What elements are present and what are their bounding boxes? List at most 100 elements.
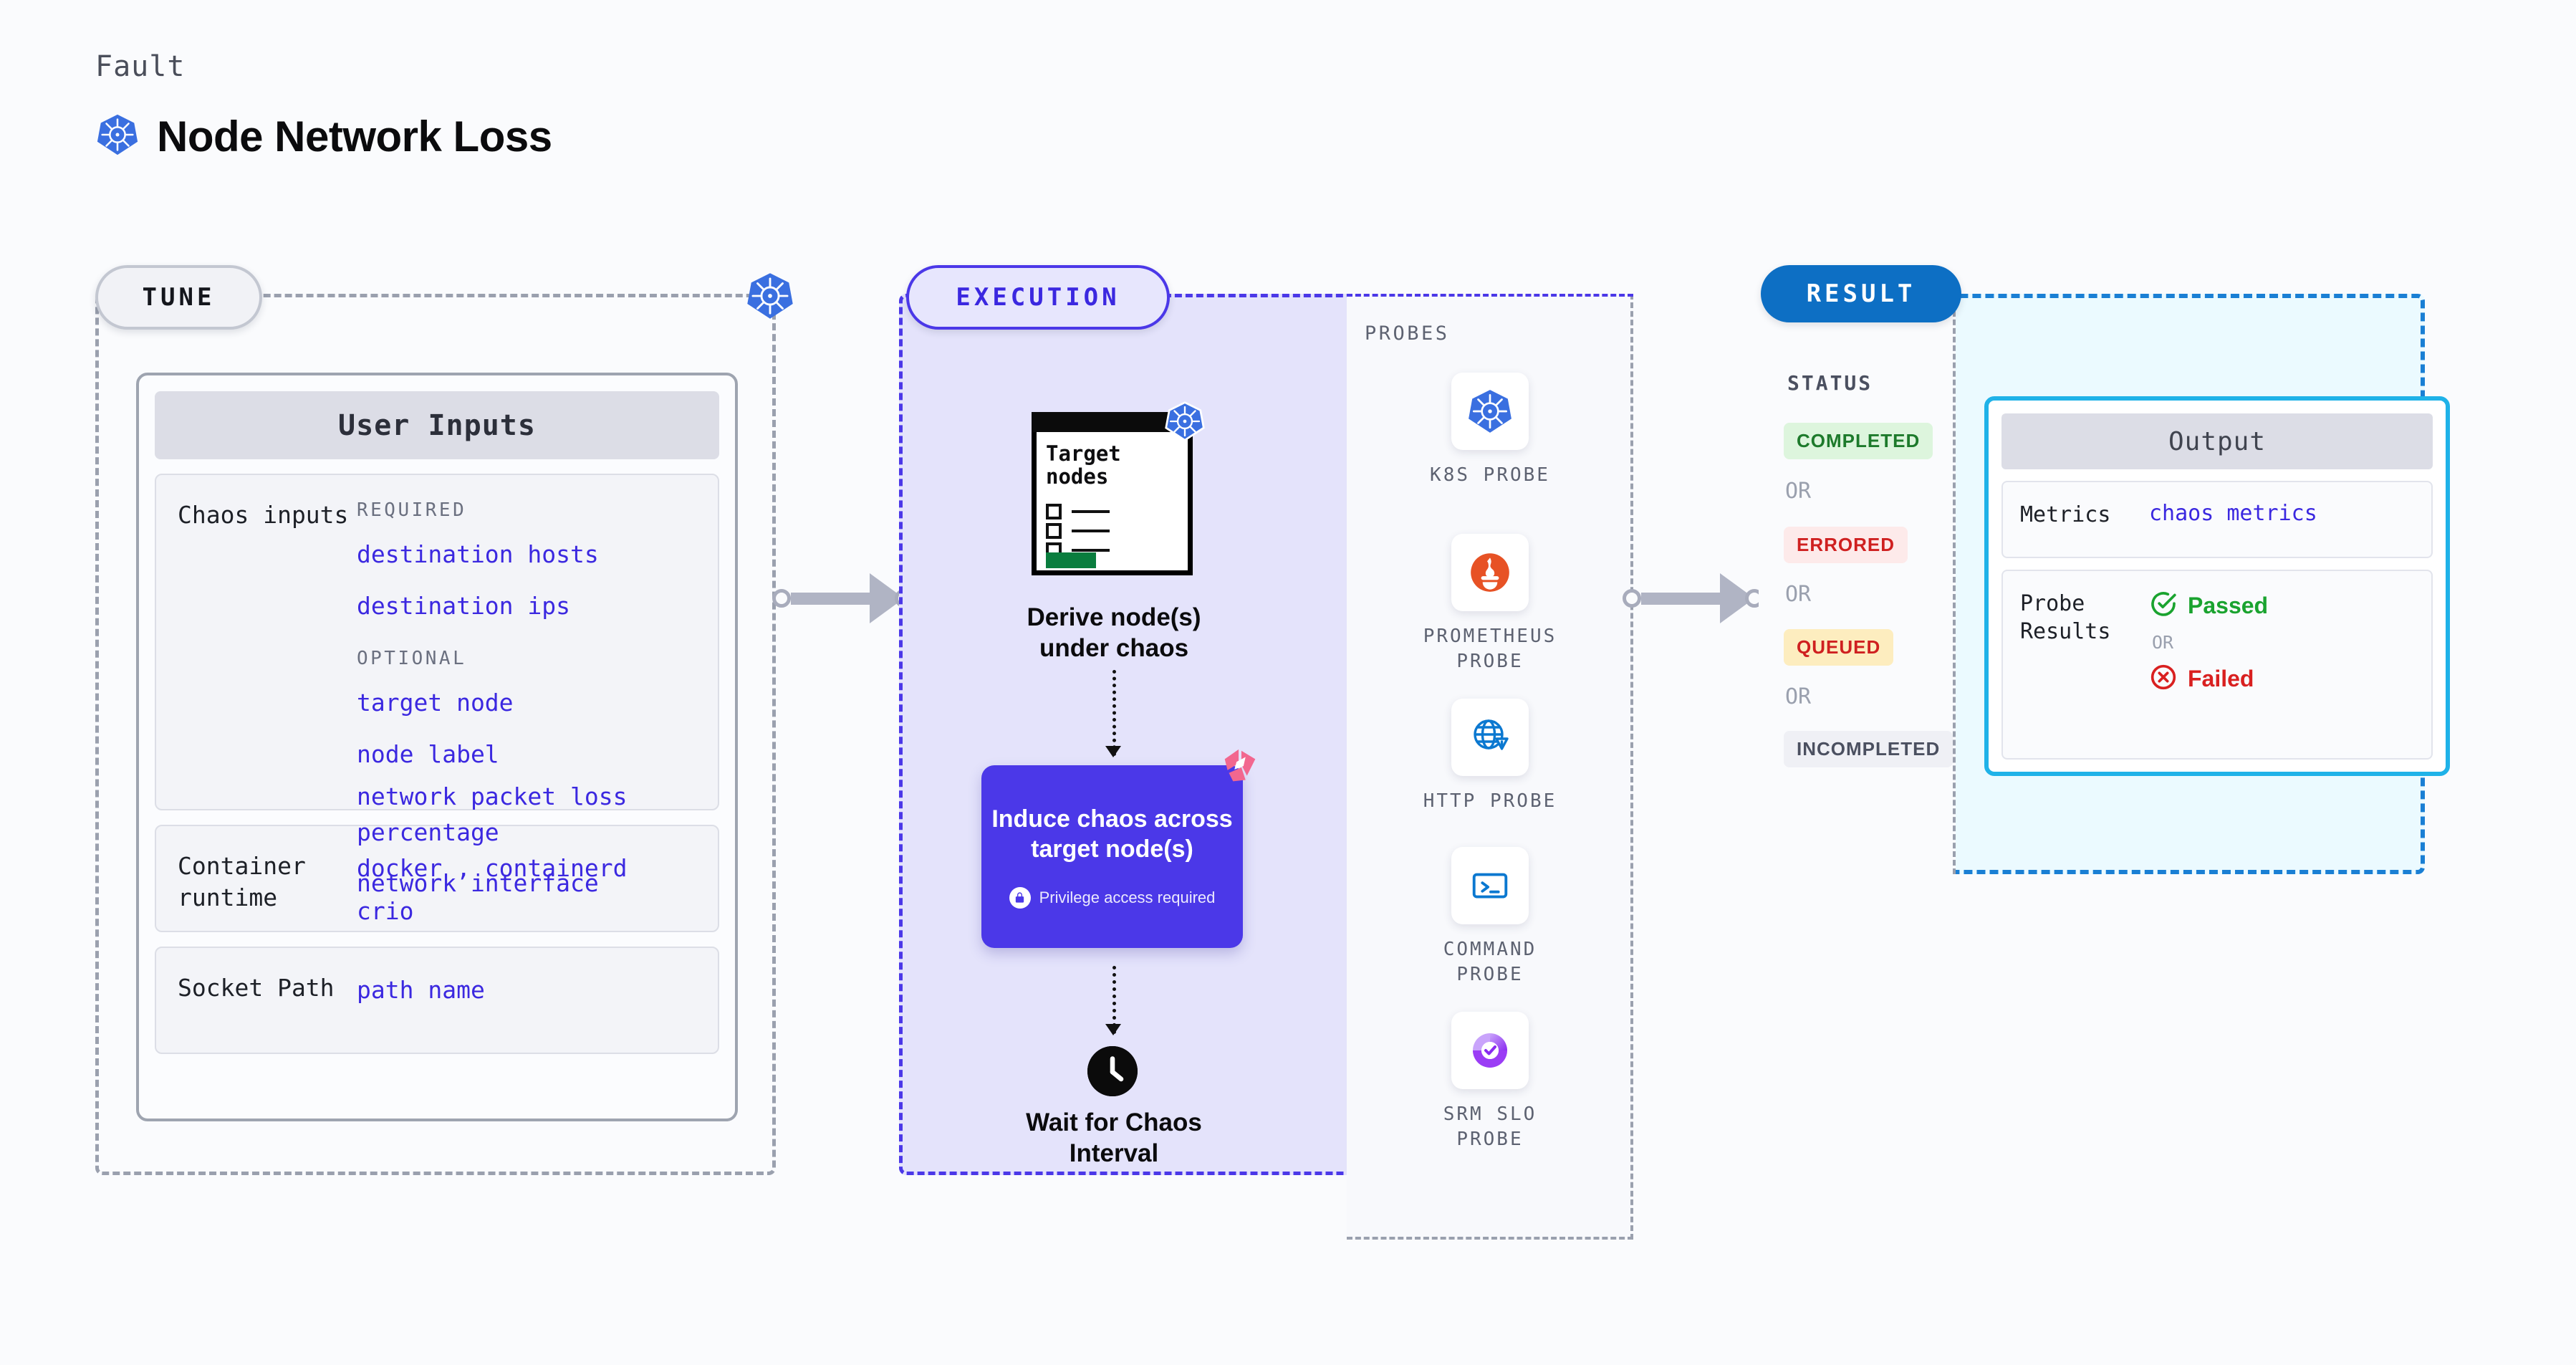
induce-chaos-box: Induce chaos across target node(s) Privi…: [981, 749, 1256, 948]
passed-label: Passed: [2188, 593, 2269, 618]
probes-section-label: PROBES: [1365, 322, 1450, 345]
prometheus-icon: [1451, 534, 1529, 611]
lock-icon: [1009, 886, 1031, 909]
srm-slo-icon: [1451, 1012, 1529, 1089]
status-badge: INCOMPLETED: [1784, 731, 1953, 767]
result-status-column: [1759, 294, 1956, 874]
kubernetes-icon: [1164, 401, 1206, 442]
or-text: OR: [1785, 684, 1812, 709]
chaos-inputs-values: REQUIRED destination hosts destination i…: [357, 499, 696, 897]
or-text: OR: [2152, 632, 2174, 653]
socket-path-value[interactable]: path name: [357, 976, 485, 1004]
container-runtime-block: Container runtime docker , containerd cr…: [155, 825, 719, 932]
title-row: Node Network Loss: [95, 112, 552, 161]
execution-pill[interactable]: EXECUTION: [906, 265, 1170, 330]
metrics-label: Metrics: [2020, 502, 2111, 527]
connector-bar: [791, 592, 870, 605]
probes-zone-top-border: [1347, 294, 1633, 297]
socket-path-label: Socket Path: [178, 974, 335, 1002]
container-runtime-values: docker , containerd crio: [357, 851, 696, 925]
target-nodes-card: Target nodes: [1032, 401, 1205, 577]
tune-pill[interactable]: TUNE: [95, 265, 262, 330]
fault-kicker: Fault: [95, 50, 186, 83]
input-value[interactable]: destination ips: [357, 591, 571, 620]
runtime-value[interactable]: crio: [357, 896, 414, 925]
chaos-inputs-label: Chaos inputs: [178, 501, 349, 529]
connector-start-ring: [772, 589, 791, 608]
metrics-value[interactable]: chaos metrics: [2149, 501, 2317, 526]
probe-result-failed: Failed: [2149, 663, 2268, 695]
connector-tune-to-execution: [772, 573, 913, 623]
http-globe-warning-icon: [1451, 699, 1529, 776]
status-badge: COMPLETED: [1784, 423, 1933, 459]
green-status-bar: [1046, 552, 1096, 568]
status-label: STATUS: [1787, 371, 1873, 395]
x-circle-icon: [2149, 663, 2178, 695]
chaos-inputs-block: Chaos inputs REQUIRED destination hosts …: [155, 474, 719, 897]
wait-chaos-interval-label: Wait for Chaos Interval: [1026, 1108, 1202, 1168]
probe-label: HTTP PROBE: [1423, 790, 1557, 812]
result-pill[interactable]: RESULT: [1761, 265, 1961, 322]
clock-icon: [1087, 1046, 1138, 1096]
container-runtime-label: Container runtime: [178, 852, 306, 911]
terminal-icon: [1451, 847, 1529, 924]
kubernetes-icon: [745, 271, 795, 321]
arrow-induce-to-wait: [1105, 966, 1121, 1035]
privilege-note-text: Privilege access required: [1039, 888, 1216, 906]
connector-execution-to-result: [1623, 573, 1764, 623]
status-badge: QUEUED: [1784, 629, 1894, 666]
output-card: Output Metrics chaos metrics Probe Resul…: [1984, 396, 2450, 776]
user-inputs-card: User Inputs Chaos inputs REQUIRED destin…: [136, 373, 738, 1121]
socket-path-block: Socket Path path name: [155, 947, 719, 1054]
kubernetes-icon: [95, 112, 140, 161]
connector-bar: [1641, 592, 1720, 605]
probe-results-label: Probe Results: [2020, 591, 2111, 644]
input-value[interactable]: destination hosts: [357, 540, 599, 568]
list-line: [1072, 510, 1110, 513]
target-list-item: [1046, 523, 1110, 539]
probe-label: K8S PROBE: [1430, 464, 1550, 486]
derive-nodes-label: Derive node(s) under chaos: [1027, 603, 1201, 663]
probe-item-http[interactable]: HTTP PROBE: [1347, 699, 1633, 814]
failed-label: Failed: [2188, 666, 2254, 691]
connector-start-ring: [1623, 589, 1641, 608]
optional-heading: OPTIONAL: [357, 648, 467, 669]
page-header: Fault Node Network Loss: [95, 50, 552, 161]
page-title: Node Network Loss: [157, 112, 552, 161]
metrics-block: Metrics chaos metrics: [2001, 481, 2433, 558]
arrow-derive-to-induce: [1105, 670, 1121, 757]
target-list-item: [1046, 504, 1110, 519]
privilege-note: Privilege access required: [1009, 886, 1216, 909]
input-value[interactable]: network packet loss percentage: [357, 782, 628, 846]
or-text: OR: [1785, 582, 1812, 607]
input-value[interactable]: target node: [357, 689, 514, 717]
input-value[interactable]: node label: [357, 739, 499, 768]
input-value[interactable]: network interface: [357, 869, 599, 897]
list-line: [1072, 549, 1110, 552]
target-card-title: Target nodes: [1046, 441, 1121, 489]
probe-result-passed: Passed: [2149, 590, 2268, 622]
probe-item-k8s[interactable]: K8S PROBE: [1347, 373, 1633, 488]
user-inputs-header: User Inputs: [155, 391, 719, 459]
socket-path-values: path name: [357, 972, 696, 1028]
or-text: OR: [1785, 479, 1812, 504]
list-line: [1072, 530, 1110, 532]
check-circle-icon: [2149, 590, 2178, 622]
checkbox-icon[interactable]: [1046, 504, 1062, 519]
checkbox-icon[interactable]: [1046, 523, 1062, 539]
harness-logo-icon: [1218, 745, 1262, 790]
output-header: Output: [2001, 413, 2433, 469]
induce-chaos-title: Induce chaos across target node(s): [991, 805, 1233, 863]
kubernetes-icon: [1451, 373, 1529, 450]
probe-results-block: Probe Results Passed OR: [2001, 570, 2433, 760]
probe-results-values: Passed OR Failed: [2149, 590, 2268, 739]
runtime-value[interactable]: docker , containerd: [357, 854, 628, 882]
required-heading: REQUIRED: [357, 499, 467, 521]
status-badge: ERRORED: [1784, 527, 1908, 563]
